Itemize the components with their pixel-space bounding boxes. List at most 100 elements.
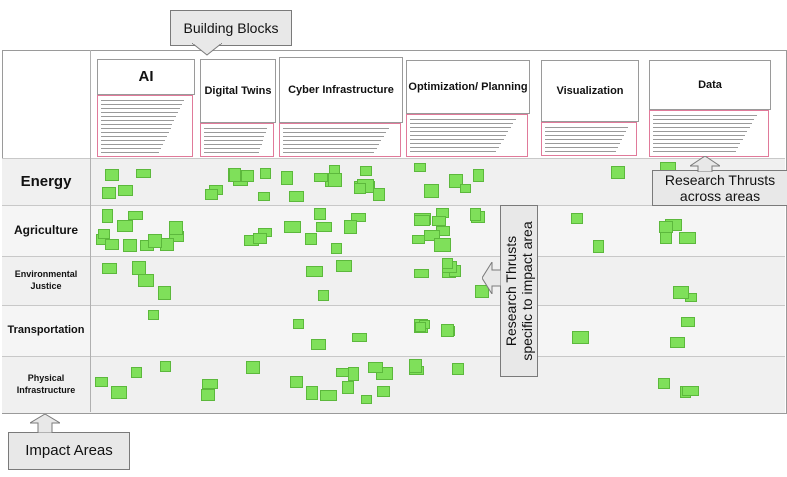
note-text-line [410, 127, 511, 128]
impact-area-energy: Energy [20, 172, 72, 190]
sticky-note [376, 386, 390, 398]
sticky-note [678, 231, 696, 244]
sticky-note [137, 274, 154, 288]
note-text-line [101, 148, 162, 149]
sticky-note [335, 368, 349, 378]
note-text-line [653, 123, 753, 124]
note-text-line [101, 120, 175, 121]
note-text-line [101, 100, 184, 101]
note-text-line [545, 127, 628, 128]
note-text-line [101, 108, 180, 109]
sticky-note [158, 285, 172, 300]
sticky-note [330, 242, 342, 254]
sticky-note [104, 168, 119, 181]
sticky-note [658, 378, 671, 390]
note-text-line [653, 131, 748, 132]
note-text-line [283, 132, 387, 133]
note-text-line [653, 119, 755, 120]
note-text-line [410, 139, 504, 140]
note-text-line [101, 140, 165, 141]
note-text-line [410, 131, 509, 132]
sticky-note [571, 330, 589, 344]
sticky-note [361, 395, 373, 405]
building-block-optimization-planning: Optimization/ Planning [406, 60, 530, 114]
sticky-note [415, 322, 427, 332]
sticky-note [160, 238, 175, 252]
optimization-planning-impact-areas-note [406, 114, 528, 157]
sticky-note [204, 188, 218, 200]
sticky-note [344, 220, 358, 234]
note-text-line [410, 151, 497, 152]
sticky-note [305, 266, 323, 277]
sticky-note [229, 168, 242, 183]
sticky-note [440, 324, 454, 337]
note-text-line [283, 140, 382, 141]
research-thrusts-across-areas-callout: Research Thrusts across areas [652, 170, 787, 206]
sticky-note [360, 166, 373, 176]
data-impact-areas-note [649, 110, 769, 157]
building-blocks-callout-pointer [192, 43, 222, 56]
sticky-note [147, 310, 159, 321]
across-areas-line-1: Research Thrusts [664, 172, 776, 188]
note-text-line [283, 148, 377, 149]
row-band-physical-infrastructure [2, 356, 785, 413]
sticky-note [135, 169, 151, 179]
note-text-line [204, 148, 261, 149]
label-column-divider [90, 50, 91, 412]
note-text-line [545, 135, 624, 136]
sticky-note [123, 238, 137, 252]
sticky-note [168, 220, 183, 235]
building-blocks-callout-text: Building Blocks [183, 20, 279, 36]
building-block-visualization: Visualization [541, 60, 639, 122]
sticky-note [368, 361, 384, 373]
sticky-note [283, 220, 301, 233]
note-text-line [101, 132, 169, 133]
sticky-note [351, 213, 367, 223]
sticky-note [128, 211, 144, 221]
research-thrusts-specific-callout: Research Thrusts specific to impact area [500, 205, 538, 377]
sticky-note [317, 290, 329, 302]
across-areas-line-2: across areas [679, 188, 761, 204]
note-text-line [410, 143, 502, 144]
note-text-line [283, 128, 389, 129]
sticky-note [280, 171, 293, 186]
sticky-note [409, 358, 422, 373]
across-areas-callout-pointer [690, 156, 720, 172]
note-text-line [545, 151, 617, 152]
sticky-note [116, 219, 133, 232]
sticky-note [473, 169, 485, 183]
note-text-line [653, 139, 743, 140]
sticky-note [659, 220, 674, 233]
sticky-note [305, 385, 318, 400]
note-text-line [283, 152, 375, 153]
building-block-digital-twins: Digital Twins [200, 59, 276, 123]
note-text-line [653, 127, 750, 128]
note-text-line [101, 144, 164, 145]
row-band-transportation [2, 305, 785, 356]
note-text-line [101, 128, 171, 129]
specific-callout-line-2: specific to impact area [519, 221, 535, 361]
sticky-note [610, 165, 625, 179]
sticky-note [305, 232, 318, 245]
note-text-line [653, 143, 741, 144]
sticky-note [97, 229, 110, 240]
note-text-line [653, 115, 757, 116]
sticky-note [423, 229, 440, 241]
digital-twins-impact-areas-note [200, 123, 274, 157]
sticky-note [336, 259, 353, 272]
sticky-note [260, 167, 272, 179]
sticky-note [319, 390, 337, 402]
sticky-note [681, 386, 699, 396]
sticky-note [475, 285, 490, 299]
note-text-line [545, 143, 621, 144]
sticky-note [131, 260, 146, 275]
note-text-line [410, 119, 516, 120]
note-text-line [410, 135, 506, 136]
sticky-note [441, 258, 453, 270]
sticky-note [413, 162, 426, 172]
sticky-note [669, 336, 685, 348]
note-text-line [653, 151, 736, 152]
impact-areas-callout: Impact Areas [8, 432, 130, 470]
sticky-note [315, 222, 332, 233]
